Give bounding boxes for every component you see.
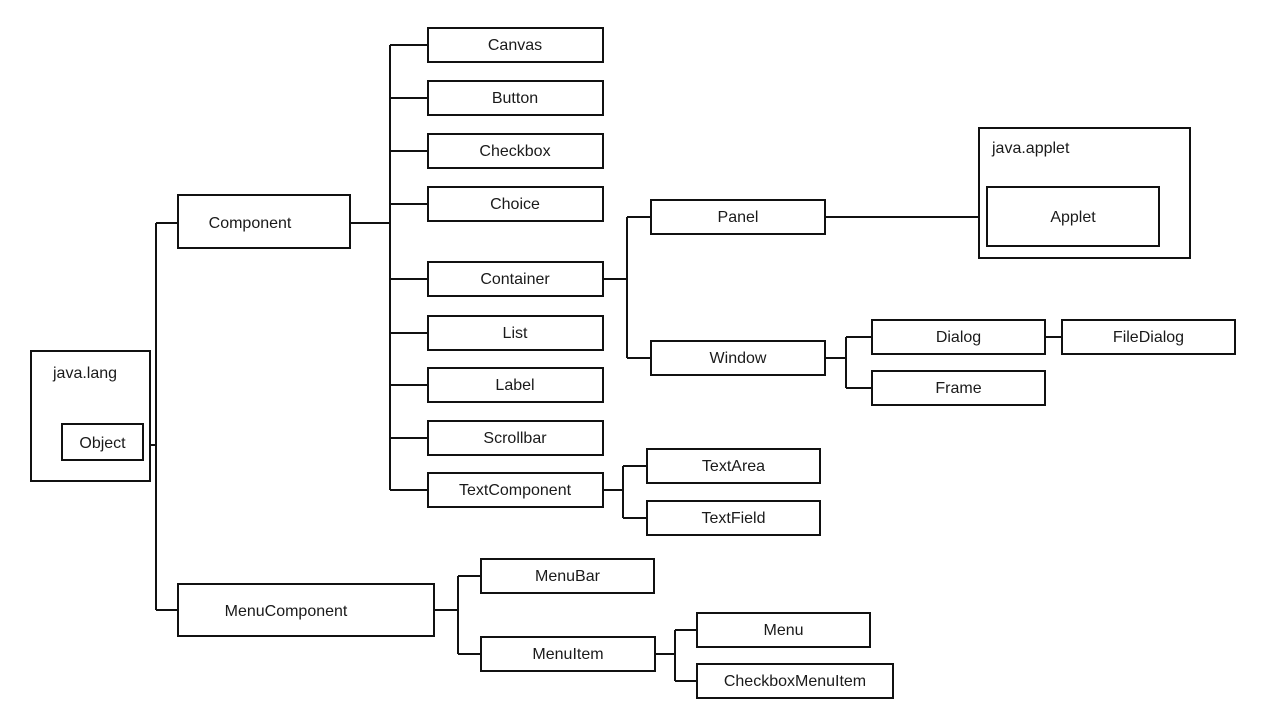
node-label-frame: Frame bbox=[935, 380, 981, 397]
node-label-component: Component bbox=[209, 215, 292, 232]
node-checkboxmenuitem: CheckboxMenuItem bbox=[696, 663, 894, 699]
node-menubar: MenuBar bbox=[480, 558, 655, 594]
node-label-scrollbar: Scrollbar bbox=[483, 430, 547, 447]
node-label-checkbox: Checkbox bbox=[479, 143, 550, 160]
node-menucomponent: MenuComponent bbox=[177, 583, 435, 637]
node-label-applet: Applet bbox=[1050, 209, 1096, 226]
node-frame: Frame bbox=[871, 370, 1046, 406]
package-java-lang: java.lang Object bbox=[30, 350, 151, 482]
node-label-canvas: Canvas bbox=[488, 37, 542, 54]
node-textarea: TextArea bbox=[646, 448, 821, 484]
connector-textcomponent-children bbox=[603, 465, 647, 519]
node-label-object: Object bbox=[79, 435, 126, 452]
node-label-container: Container bbox=[480, 271, 550, 288]
node-label-label: Label bbox=[495, 377, 534, 394]
connector-container-children bbox=[603, 216, 651, 359]
node-label-menu: Menu bbox=[763, 622, 803, 639]
node-component: Component bbox=[177, 194, 351, 249]
package-java-applet: java.applet Applet bbox=[978, 127, 1191, 259]
connector-object-children bbox=[150, 222, 178, 611]
node-panel: Panel bbox=[650, 199, 826, 235]
connectors bbox=[150, 44, 1062, 682]
node-label-choice: Choice bbox=[490, 196, 540, 213]
node-label-menucomponent: MenuComponent bbox=[225, 603, 348, 620]
node-label-list: List bbox=[503, 325, 528, 342]
node-menuitem: MenuItem bbox=[480, 636, 656, 672]
node-canvas: Canvas bbox=[427, 27, 604, 63]
connector-window-children bbox=[825, 336, 872, 389]
node-textcomponent: TextComponent bbox=[427, 472, 604, 508]
node-label-window: Window bbox=[710, 350, 767, 367]
node-label-menuitem: MenuItem bbox=[532, 646, 603, 663]
node-menu: Menu bbox=[696, 612, 871, 648]
node-scrollbar: Scrollbar bbox=[427, 420, 604, 456]
node-label-textarea: TextArea bbox=[702, 458, 765, 475]
package-label-java-lang: java.lang bbox=[52, 365, 117, 382]
node-object bbox=[61, 423, 144, 461]
node-textfield: TextField bbox=[646, 500, 821, 536]
node-label-button: Button bbox=[492, 90, 538, 107]
node-label: Label bbox=[427, 367, 604, 403]
package-label-java-applet: java.applet bbox=[991, 140, 1070, 157]
node-container: Container bbox=[427, 261, 604, 297]
node-checkbox: Checkbox bbox=[427, 133, 604, 169]
node-filedialog: FileDialog bbox=[1061, 319, 1236, 355]
node-label-dialog: Dialog bbox=[936, 329, 981, 346]
node-button: Button bbox=[427, 80, 604, 116]
connector-component-children bbox=[350, 44, 428, 491]
connector-menuitem-children bbox=[655, 629, 697, 682]
node-label-filedialog: FileDialog bbox=[1113, 329, 1184, 346]
node-choice: Choice bbox=[427, 186, 604, 222]
node-label-panel: Panel bbox=[718, 209, 759, 226]
node-label-textcomponent: TextComponent bbox=[459, 482, 572, 499]
node-list: List bbox=[427, 315, 604, 351]
connector-menucomponent-children bbox=[434, 575, 481, 655]
node-applet bbox=[986, 186, 1160, 247]
node-dialog: Dialog bbox=[871, 319, 1046, 355]
node-window: Window bbox=[650, 340, 826, 376]
node-label-textfield: TextField bbox=[701, 510, 765, 527]
node-label-checkboxmenuitem: CheckboxMenuItem bbox=[724, 673, 866, 690]
node-label-menubar: MenuBar bbox=[535, 568, 601, 585]
